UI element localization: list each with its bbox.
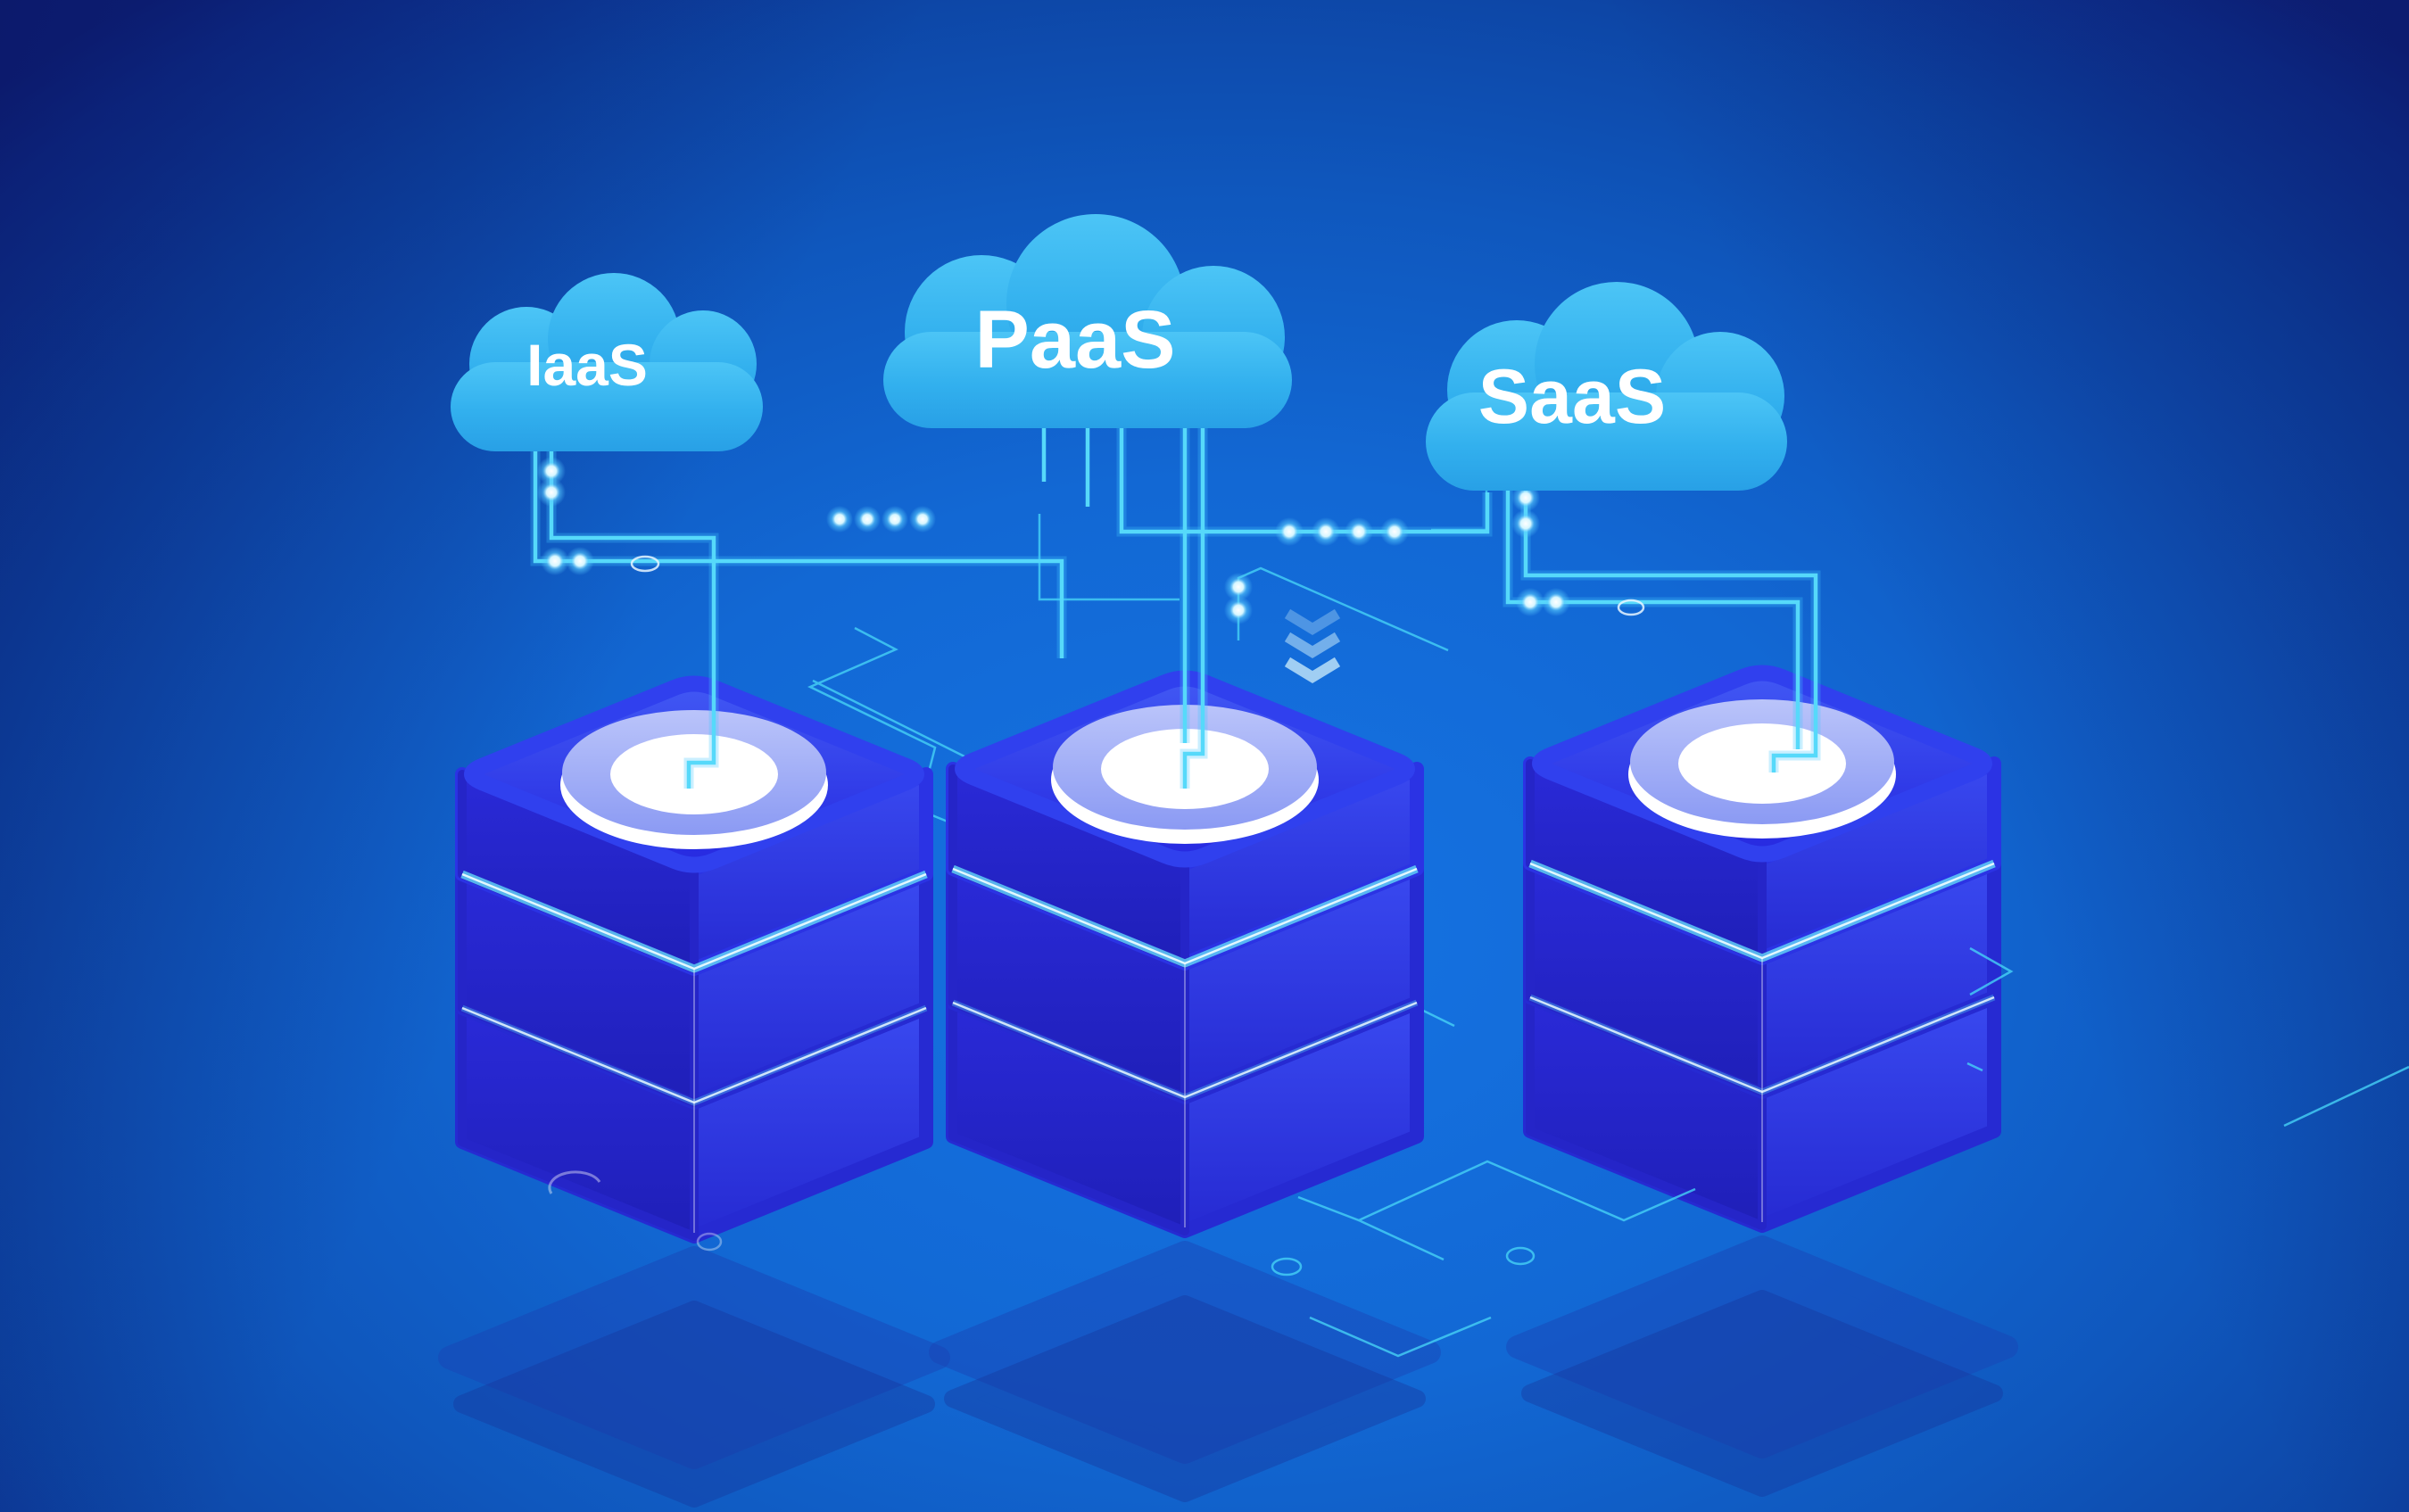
reflection-circle — [696, 1232, 723, 1252]
deco-circle-right — [1505, 1246, 1536, 1266]
clouds: IaaS PaaS SaaS — [451, 214, 1787, 491]
trace-corner — [1038, 514, 1180, 601]
connection-paas-to-middle-server-b — [1182, 415, 1205, 789]
connection-paas-to-saas — [1119, 415, 1490, 534]
connection-iaas-to-left-server — [549, 422, 716, 789]
trace-apex — [1237, 566, 1449, 652]
server-middle — [940, 679, 1429, 1494]
server-left — [450, 684, 939, 1500]
cloud-saas-label: SaaS — [1478, 354, 1666, 440]
trace-far-right — [2283, 1065, 2409, 1128]
connection-saas-to-right-server-b — [1523, 482, 1818, 773]
trace-diagonal — [812, 679, 965, 758]
deco-circle-left — [1271, 1257, 1303, 1277]
cloud-iaas-label: IaaS — [526, 332, 648, 398]
trace-right-triangle — [1969, 946, 2014, 996]
line-rings — [630, 555, 1645, 616]
reflection-arc — [548, 1170, 601, 1194]
cloud-paas-label: PaaS — [974, 294, 1175, 385]
reflection-marks — [548, 1170, 723, 1252]
connection-iaas-branch — [533, 422, 1064, 658]
servers — [450, 673, 2007, 1500]
trace-bottom-v — [1309, 1316, 1492, 1358]
cloud-saas: SaaS — [1426, 282, 1787, 491]
dotted-row — [826, 506, 853, 533]
signal-beads — [537, 457, 1570, 624]
connections — [533, 412, 1818, 789]
trace-bottom-zigzag — [1297, 1160, 1696, 1222]
circuit-decorations-bottom — [1271, 946, 2409, 1358]
connection-saas-to-right-server-a — [1505, 482, 1801, 749]
cloud-iaas: IaaS — [451, 273, 763, 451]
server-right — [1518, 673, 2007, 1489]
chevron-down-icons — [1284, 608, 1341, 684]
cloud-paas: PaaS — [883, 214, 1292, 428]
trace-right-stub — [1966, 1062, 1983, 1072]
trace-bottom-diagonal — [1358, 1219, 1445, 1261]
